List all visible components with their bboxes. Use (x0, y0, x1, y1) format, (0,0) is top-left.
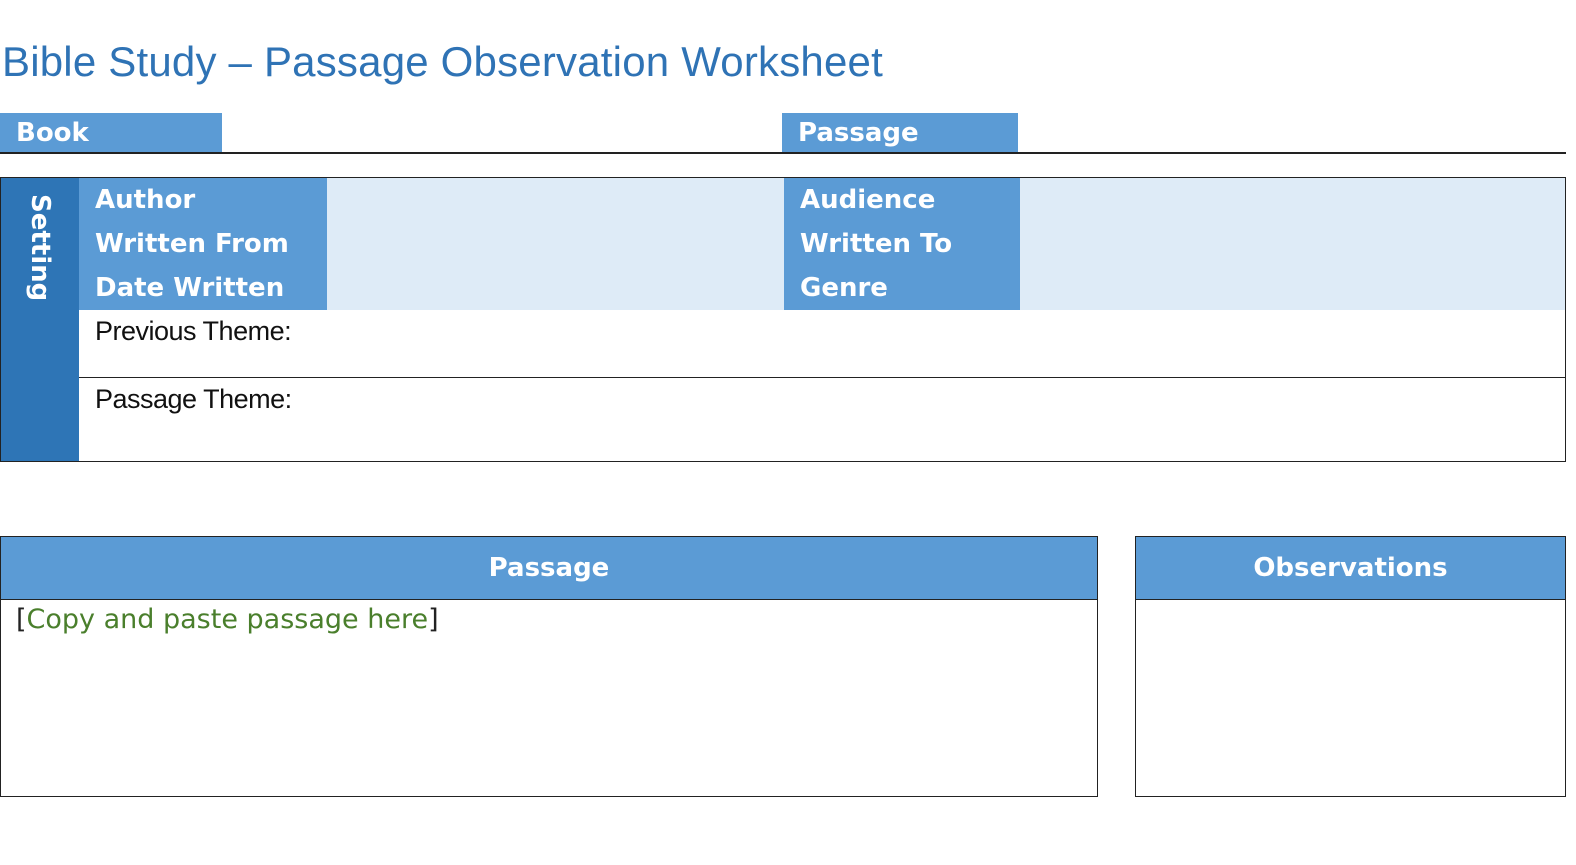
page-title: Bible Study – Passage Observation Worksh… (2, 38, 883, 85)
passage-box: Passage [Copy and paste passage here] (0, 536, 1098, 797)
placeholder-open-bracket: [ (16, 604, 27, 635)
passage-text-area[interactable]: [Copy and paste passage here] (1, 600, 1097, 635)
written-from-field[interactable] (327, 222, 784, 266)
book-field[interactable] (222, 113, 782, 151)
date-written-label: Date Written (79, 266, 327, 310)
observations-text-area[interactable] (1136, 600, 1565, 790)
header-underline (0, 152, 1566, 154)
observations-box: Observations (1135, 536, 1566, 797)
setting-sidebar: Setting (1, 178, 79, 461)
setting-section: Setting Author Audience Written From Wri… (0, 177, 1566, 462)
genre-label: Genre (784, 266, 1020, 310)
audience-label: Audience (784, 178, 1020, 222)
author-field[interactable] (327, 178, 784, 222)
setting-row-written-from: Written From Written To (79, 222, 1565, 267)
placeholder-close-bracket: ] (428, 604, 439, 635)
previous-theme-label: Previous Theme: (95, 316, 292, 346)
passage-theme-field[interactable]: Passage Theme: (79, 378, 1565, 461)
passage-theme-label: Passage Theme: (95, 384, 292, 414)
setting-label: Setting (25, 194, 55, 302)
observations-box-header: Observations (1136, 537, 1565, 600)
written-to-field[interactable] (1020, 222, 1565, 266)
genre-field[interactable] (1020, 266, 1565, 310)
passage-box-header: Passage (1, 537, 1097, 600)
written-to-label: Written To (784, 222, 1020, 266)
setting-row-date-written: Date Written Genre (79, 266, 1565, 311)
author-label: Author (79, 178, 327, 222)
date-written-field[interactable] (327, 266, 784, 310)
previous-theme-field[interactable]: Previous Theme: (79, 310, 1565, 378)
passage-field[interactable] (1018, 113, 1566, 151)
written-from-label: Written From (79, 222, 327, 266)
passage-label: Passage (782, 113, 1018, 153)
setting-row-author: Author Audience (79, 178, 1565, 223)
book-label: Book (0, 113, 222, 153)
passage-placeholder: Copy and paste passage here (26, 604, 429, 635)
audience-field[interactable] (1020, 178, 1565, 222)
